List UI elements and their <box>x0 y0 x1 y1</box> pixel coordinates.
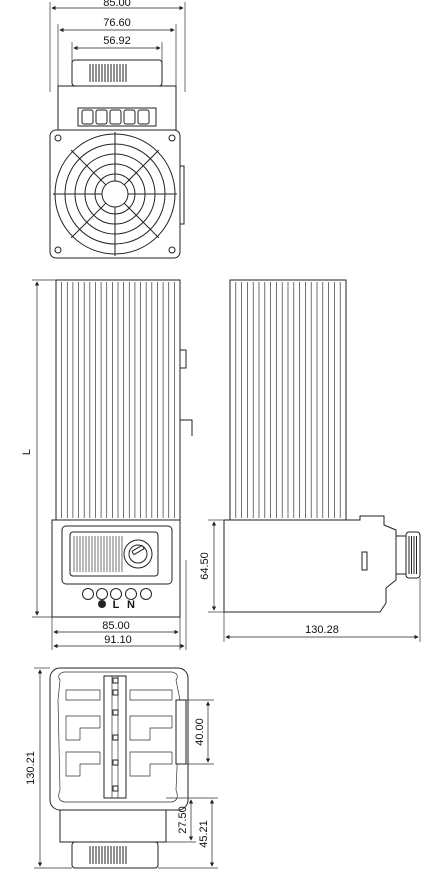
dim-text-total-width: 91.10 <box>104 634 132 646</box>
dim-text-length: L <box>21 449 33 455</box>
dim-text-long: 45.21 <box>198 820 210 848</box>
knob-ribs-front <box>73 536 123 572</box>
dim-length: L <box>21 279 56 618</box>
dim-text-height: 130.21 <box>25 751 37 785</box>
side-control-housing <box>223 515 397 613</box>
dim-box-height: 64.50 <box>199 519 224 613</box>
side-view: 64.50 130.28 <box>199 279 421 642</box>
top-view: 85.00 76.60 56.92 <box>49 0 186 259</box>
dim-short: 27.50 <box>166 797 218 843</box>
dim-text-depth: 130.28 <box>305 624 339 636</box>
terminal-slots <box>81 109 150 125</box>
bottom-knob <box>71 841 159 869</box>
dim-fan-width: 56.92 <box>71 35 163 62</box>
heatsink-fins <box>61 282 175 518</box>
dim-text-clip: 40.00 <box>194 718 206 746</box>
terminal-circles <box>82 588 152 600</box>
ground-icon <box>98 600 106 608</box>
dim-text-box-height: 64.50 <box>199 552 211 580</box>
dim-text-short: 27.50 <box>177 806 189 834</box>
dim-total-width: 91.10 <box>53 560 187 650</box>
terminal-label-n: N <box>127 599 135 611</box>
front-view: L L N 85.00 <box>21 279 193 650</box>
knob-ribs <box>89 64 127 82</box>
dim-text-inner-width: 76.60 <box>103 17 131 29</box>
dim-overall-width: 85.00 <box>49 0 186 92</box>
dim-inner-width: 76.60 <box>57 17 177 92</box>
dim-height: 130.21 <box>25 667 72 869</box>
dim-depth: 130.28 <box>223 578 421 642</box>
bottom-control-block <box>59 809 167 843</box>
dim-text-fan-width: 56.92 <box>103 35 131 47</box>
bottom-din-clip <box>175 699 187 765</box>
dim-text-overall-width: 85.00 <box>103 0 131 9</box>
bottom-view: 130.21 40.00 27.50 45.21 <box>25 667 218 869</box>
dim-clip: 40.00 <box>186 699 214 765</box>
side-knob <box>405 531 421 579</box>
fan-grill <box>53 132 177 256</box>
terminal-label-l: L <box>113 599 120 611</box>
din-clip-front <box>180 349 187 369</box>
dim-text-base-width: 85.00 <box>102 620 130 632</box>
bottom-internal-structure <box>65 675 173 799</box>
side-heatsink-fins <box>235 282 341 518</box>
dim-long: 45.21 <box>158 799 218 869</box>
